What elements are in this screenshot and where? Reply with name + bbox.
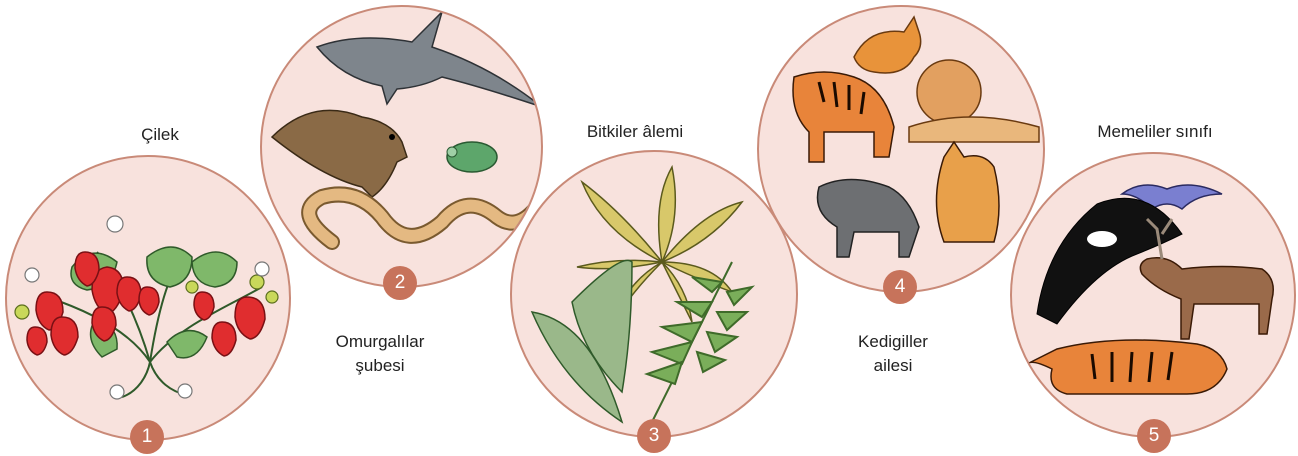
label-step-4: Kedigiller ailesi <box>838 330 948 378</box>
circle-step-1 <box>5 155 291 441</box>
leaf-icon <box>532 260 632 422</box>
number-badge-1: 1 <box>130 420 164 454</box>
number-badge-2: 2 <box>383 266 417 300</box>
tiger-icon <box>1027 340 1227 394</box>
turtle-icon <box>447 142 497 172</box>
label-step-1: Çilek <box>130 123 190 147</box>
fern-icon <box>647 262 752 422</box>
circle-step-4 <box>757 5 1045 293</box>
shark-icon <box>317 12 542 107</box>
lynx-icon <box>937 142 1000 242</box>
strawberry-plant-icon <box>7 157 291 441</box>
cat-icon <box>854 17 921 73</box>
number-badge-4: 4 <box>883 270 917 304</box>
label-step-2-line-2: şubesi <box>320 354 440 378</box>
label-step-3: Bitkiler âlemi <box>565 120 705 144</box>
number-badge-3: 3 <box>637 419 671 453</box>
label-step-2-line-1: Omurgalılar <box>320 330 440 354</box>
felines-icon <box>759 7 1045 293</box>
label-step-5: Memeliler sınıfı <box>1070 120 1240 144</box>
vertebrates-icon <box>262 7 543 288</box>
label-step-4-line-2: ailesi <box>838 354 948 378</box>
snake-icon <box>309 195 537 243</box>
circle-step-3 <box>510 150 798 438</box>
circle-step-2 <box>260 5 543 288</box>
mammals-icon <box>1012 154 1296 438</box>
plants-icon <box>512 152 798 438</box>
lion-icon <box>909 60 1039 142</box>
circle-step-5 <box>1010 152 1296 438</box>
label-step-2: Omurgalılar şubesi <box>320 330 440 378</box>
panther-icon <box>817 180 919 258</box>
number-badge-5: 5 <box>1137 419 1171 453</box>
eagle-icon <box>272 110 407 197</box>
label-step-4-line-1: Kedigiller <box>838 330 948 354</box>
tiger-icon <box>793 72 894 162</box>
